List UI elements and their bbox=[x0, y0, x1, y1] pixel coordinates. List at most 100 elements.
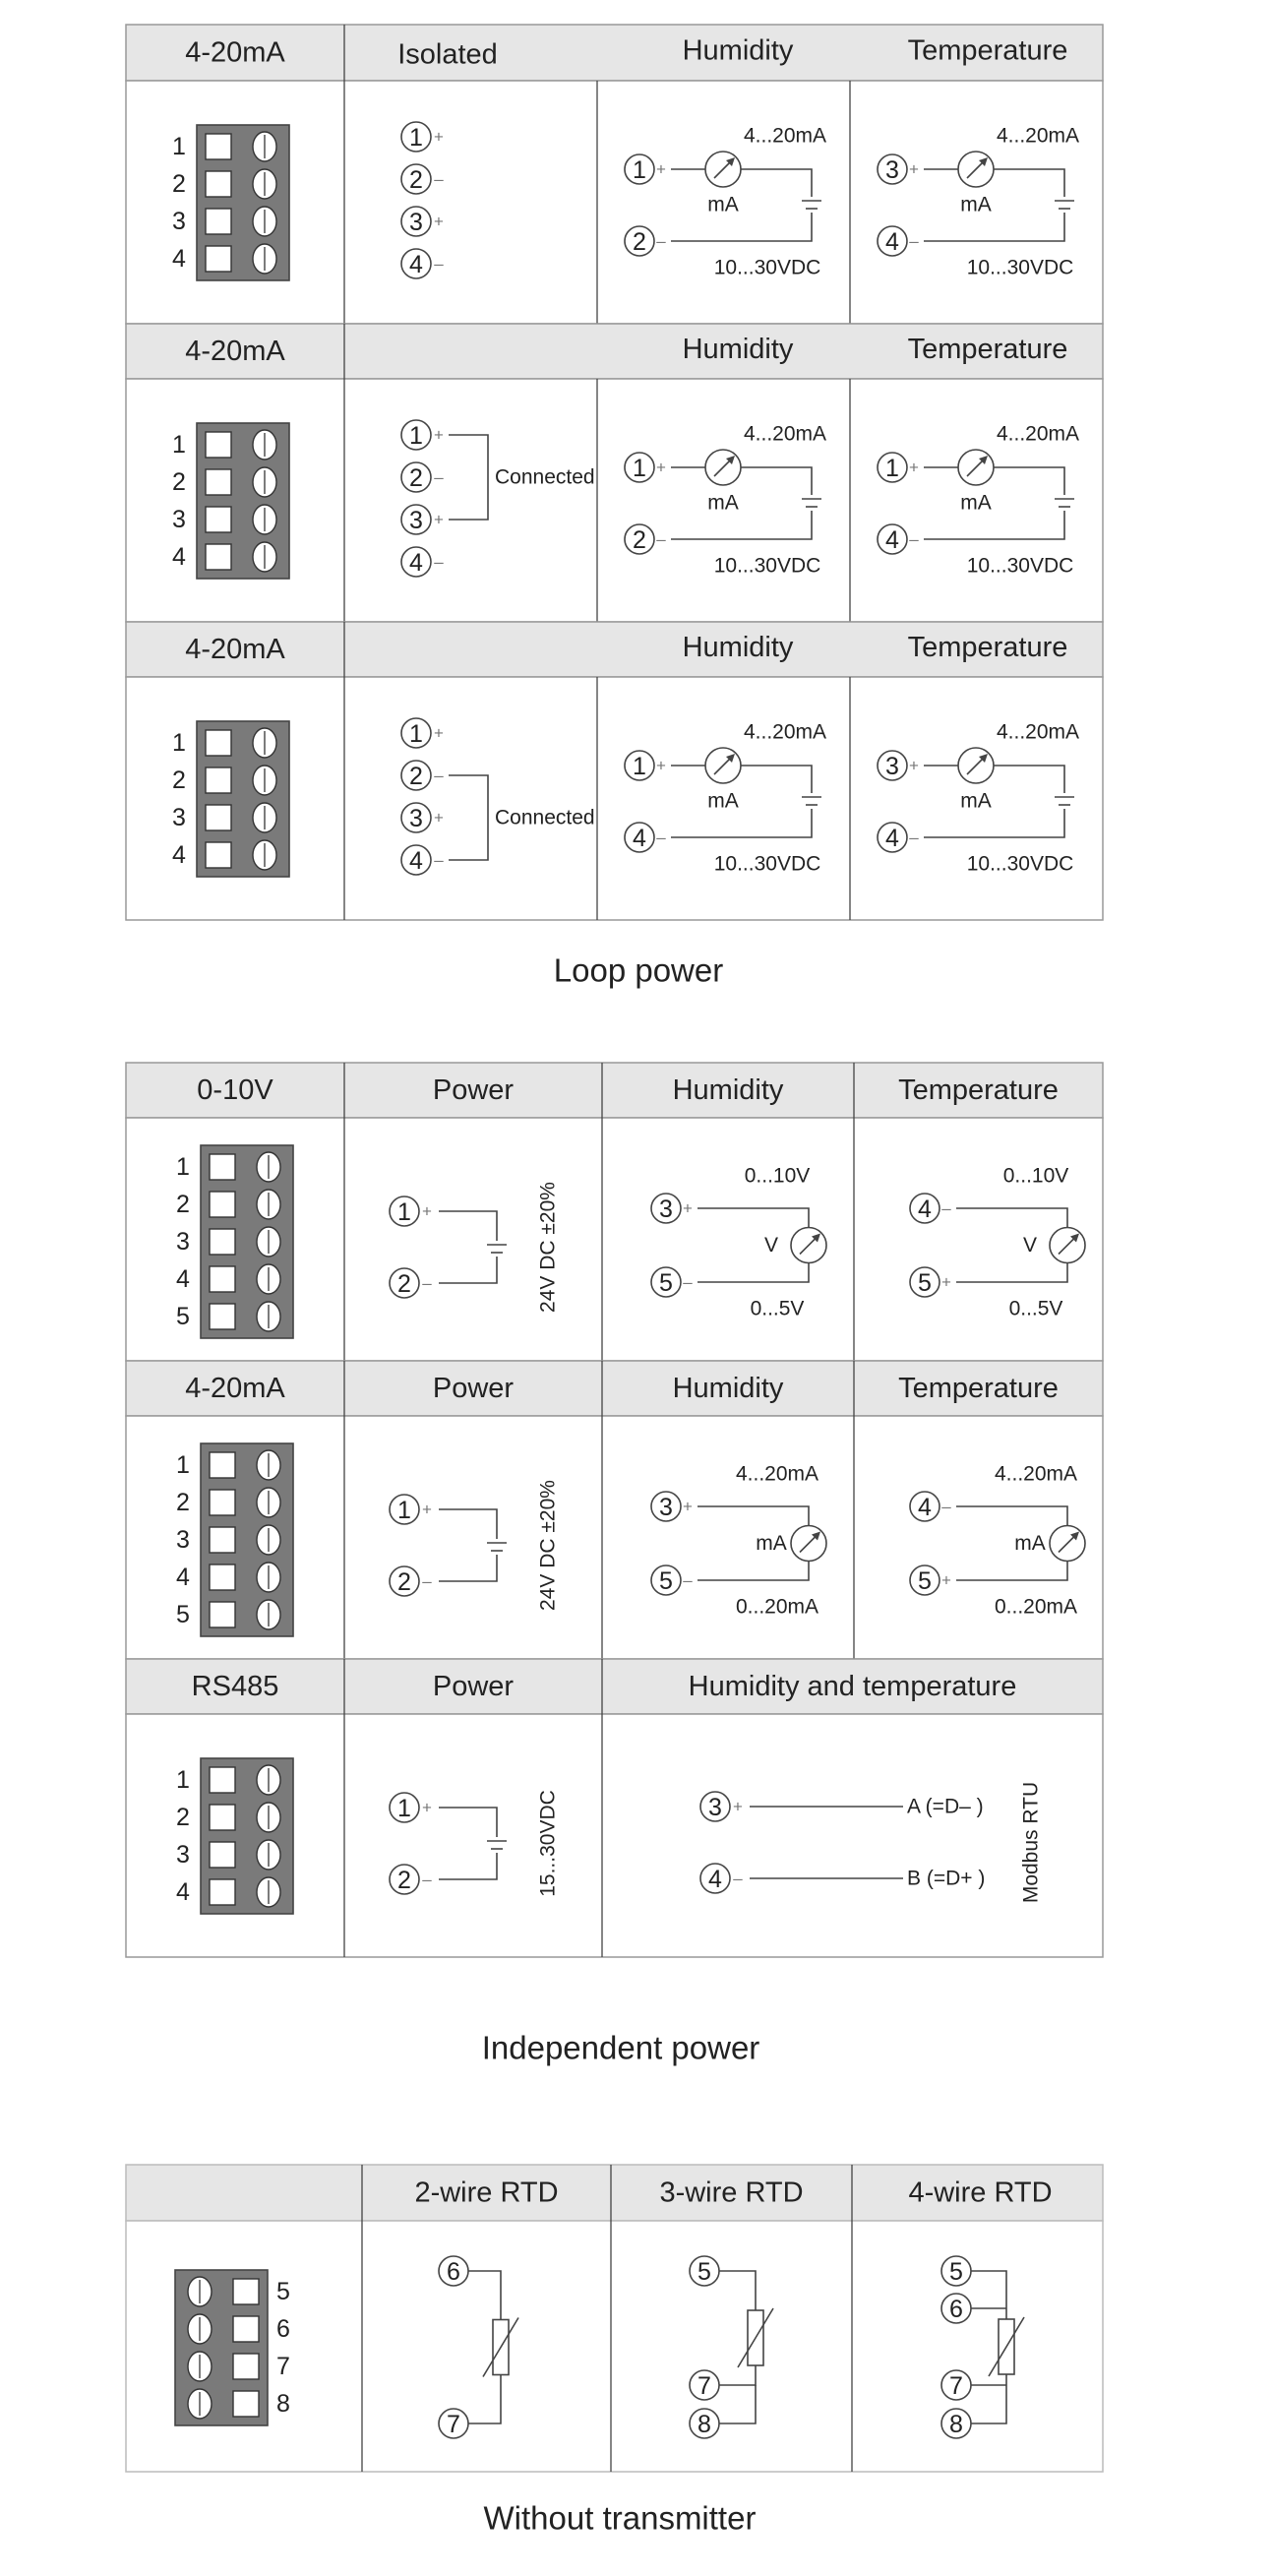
polarity-sign: + bbox=[422, 1202, 432, 1221]
terminal-index-label: 1 bbox=[176, 1766, 190, 1794]
terminal-index-label: 4 bbox=[172, 543, 186, 571]
terminal-slot bbox=[205, 170, 232, 198]
polarity-sign: – bbox=[941, 1199, 951, 1218]
polarity-sign: – bbox=[422, 1871, 432, 1889]
terminal-index-label: 2 bbox=[176, 1489, 190, 1516]
terminal-item: 2– bbox=[389, 1565, 432, 1597]
terminal-number: 2 bbox=[409, 464, 423, 492]
terminal-item: 1+ bbox=[400, 121, 444, 153]
terminal-number-circle: 5 bbox=[650, 1564, 682, 1596]
terminal-number-circle: 4 bbox=[624, 822, 655, 853]
terminal-slot bbox=[209, 1564, 236, 1591]
supply-voltage-label: 24V DC ±20% bbox=[537, 1480, 560, 1611]
polarity-sign: + bbox=[434, 128, 444, 147]
header-4-wire-rtd: 4-wire RTD bbox=[908, 2177, 1052, 2209]
meter-unit-label: mA bbox=[960, 492, 992, 515]
meter-gauge-icon: mA bbox=[704, 449, 742, 515]
terminal-number: 4 bbox=[885, 526, 899, 554]
terminal-number: 1 bbox=[397, 1497, 411, 1524]
terminal-number: 1 bbox=[397, 1198, 411, 1226]
terminal-slot bbox=[209, 1526, 236, 1554]
terminal-number-circle: 6 bbox=[940, 2293, 972, 2324]
output-range-upper: 4...20mA bbox=[736, 1463, 818, 1486]
terminal-number: 3 bbox=[409, 507, 423, 534]
terminal-item: 4– bbox=[400, 844, 444, 876]
rtd-variable-slash bbox=[988, 2316, 1025, 2377]
meter-needle-arrow bbox=[1070, 1531, 1079, 1541]
wire bbox=[741, 168, 813, 197]
terminal-slot bbox=[209, 1451, 236, 1479]
terminal-slot bbox=[205, 468, 232, 496]
terminal-number-circle: 3 bbox=[650, 1193, 682, 1224]
terminal-circle bbox=[389, 1565, 420, 1597]
polarity-sign: + bbox=[909, 160, 919, 179]
terminal-circle bbox=[650, 1266, 682, 1298]
section-caption-without-transmitter: Without transmitter bbox=[484, 2500, 757, 2537]
dc-supply-battery-icon bbox=[487, 1840, 507, 1850]
dc-supply-battery-icon bbox=[1055, 796, 1074, 806]
meter-gauge-icon: V bbox=[1023, 1226, 1086, 1264]
terminal-item: 1+ bbox=[389, 1792, 432, 1823]
terminal-item: 3+ bbox=[400, 802, 444, 833]
polarity-sign: – bbox=[422, 1274, 432, 1293]
output-range-lower: 0...20mA bbox=[995, 1596, 1077, 1619]
terminal-circle bbox=[400, 461, 432, 493]
terminal-number: 3 bbox=[885, 156, 899, 184]
meter-unit-label: mA bbox=[960, 194, 992, 216]
terminal-circle bbox=[389, 1792, 420, 1823]
table-header-band bbox=[125, 1658, 1104, 1715]
terminal-index-label: 5 bbox=[176, 1303, 190, 1330]
polarity-sign: – bbox=[656, 232, 666, 251]
terminal-circle bbox=[699, 1791, 731, 1822]
wire bbox=[468, 2270, 502, 2320]
meter-needle-arrow bbox=[1070, 1233, 1079, 1243]
header-mode: RS485 bbox=[192, 1671, 279, 1702]
terminal-list: 1+2–3+4– bbox=[400, 121, 444, 279]
terminal-number-circle: 4 bbox=[909, 1491, 940, 1522]
polarity-sign: – bbox=[683, 1273, 693, 1292]
terminal-number: 1 bbox=[633, 156, 646, 184]
connected-label: Connected bbox=[495, 807, 595, 829]
terminal-circle bbox=[624, 822, 655, 853]
terminal-slot bbox=[205, 133, 232, 160]
terminal-number-circle: 8 bbox=[689, 2408, 720, 2439]
terminal-number: 4 bbox=[409, 847, 423, 875]
terminal-number: 5 bbox=[659, 1567, 673, 1595]
bus-line-a-label: A (=D– ) bbox=[907, 1796, 984, 1818]
header-isolated: Isolated bbox=[397, 39, 498, 71]
terminal-circle bbox=[624, 523, 655, 555]
terminal-circle bbox=[909, 1266, 940, 1298]
rtd-variable-slash bbox=[482, 2317, 519, 2377]
header-power: Power bbox=[433, 1074, 515, 1106]
wire bbox=[924, 511, 1065, 540]
polarity-sign: + bbox=[941, 1571, 951, 1590]
terminal-number: 2 bbox=[633, 228, 646, 256]
wire bbox=[719, 2270, 757, 2310]
rs485-bus-circuit: 3+4–A (=D– )B (=D+ )Modbus RTU bbox=[699, 1782, 1043, 1903]
polarity-sign: – bbox=[434, 553, 444, 572]
terminal-circle bbox=[400, 546, 432, 578]
polarity-sign: – bbox=[656, 530, 666, 549]
terminal-index-label: 1 bbox=[176, 1153, 190, 1181]
wire bbox=[439, 1555, 498, 1582]
connection-bracket bbox=[449, 434, 489, 521]
wire bbox=[956, 1262, 1068, 1283]
header-temperature: Temperature bbox=[898, 1373, 1059, 1404]
polarity-sign: – bbox=[941, 1498, 951, 1516]
supply-voltage-label: 10...30VDC bbox=[714, 853, 821, 876]
terminal-index-label: 2 bbox=[172, 170, 186, 198]
terminal-slot bbox=[232, 2390, 260, 2418]
terminal-index-label: 3 bbox=[172, 804, 186, 831]
supply-voltage-label: 10...30VDC bbox=[967, 555, 1074, 578]
meter-gauge-icon: mA bbox=[704, 151, 742, 216]
connection-bracket bbox=[449, 774, 489, 861]
meter-unit-label: mA bbox=[960, 790, 992, 813]
terminal-item: 2– bbox=[389, 1864, 432, 1895]
